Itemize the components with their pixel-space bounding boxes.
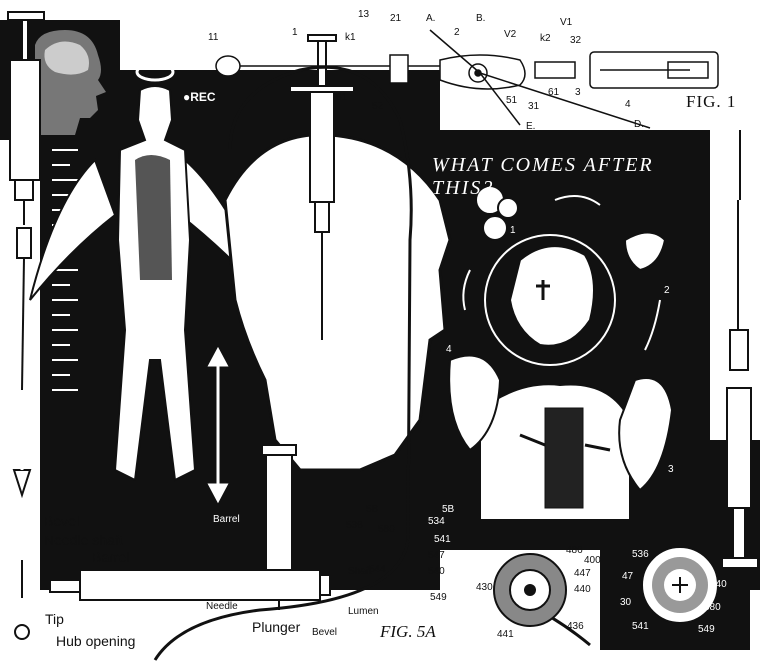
fig1-diagram xyxy=(215,29,719,129)
fig5a-ref: 486 xyxy=(566,545,583,556)
cycle-number: 3 xyxy=(668,464,674,475)
fig1-ref: 61 xyxy=(548,87,560,98)
fig5a-ref: 5B xyxy=(366,504,379,515)
fig5a-ref: 580 xyxy=(704,602,721,613)
left-vertical-syringe xyxy=(7,11,45,391)
fig5a-ref: 541 xyxy=(632,621,649,632)
fig1-ref: V1 xyxy=(560,17,573,28)
label-needle-shaft: Needle shaft xyxy=(44,532,123,548)
fig5a-cross-section-left xyxy=(493,553,567,627)
fig5a-ref: 5B xyxy=(442,504,455,515)
right-vertical-syringe xyxy=(721,130,759,569)
syringe-label-bevel: Bevel xyxy=(312,627,338,638)
syringe-label-shaft: Shaft xyxy=(348,566,372,577)
label-barrel: Barrel xyxy=(92,549,130,565)
fig5a-ref: 549 xyxy=(698,624,715,635)
fig5a-ref: 440 xyxy=(574,584,591,595)
cycle-organs xyxy=(448,185,674,492)
fig1-ref: 52 xyxy=(372,101,384,112)
fig5a-ref: 549 xyxy=(430,592,447,603)
fig5a-ref: 30 xyxy=(620,597,632,608)
fig5a-ref: 400 xyxy=(584,555,601,566)
label-hub-opening: Hub opening xyxy=(56,633,136,649)
fig5a-ref: 536 xyxy=(346,520,363,531)
fig1-ref: 13 xyxy=(358,9,370,20)
fig5a-ref: 47 xyxy=(622,571,634,582)
fig1-ref: 21 xyxy=(390,13,402,24)
cycle-arrows xyxy=(462,195,661,351)
fig1-ref: 11 xyxy=(208,32,219,43)
fig5a-ref: 540 xyxy=(710,579,727,590)
label-bevel: Bevel xyxy=(44,513,80,529)
label-tip: Tip xyxy=(45,611,64,627)
fig5a-cross-section-right xyxy=(641,546,719,624)
fig1-ref: k2 xyxy=(540,33,551,44)
fig1-ref: D. xyxy=(634,119,644,130)
fig1-ref: 31 xyxy=(528,101,540,112)
rec-indicator: ●REC xyxy=(183,90,216,104)
saint-figure xyxy=(479,234,631,521)
fig5a-ref: 580 xyxy=(378,524,395,535)
hub-opening-drawing xyxy=(12,400,32,640)
panel-title: WHAT COMES AFTER THIS? xyxy=(432,154,654,199)
fig5a-label: FIG. 5A xyxy=(380,622,436,641)
fig1-ref: 51 xyxy=(506,95,518,106)
fig5a-ref: 536 xyxy=(632,549,649,560)
chest-arrows xyxy=(519,433,611,452)
fig1-ref: 1 xyxy=(292,27,298,38)
fig1-ref: 61 xyxy=(336,92,348,103)
fig5a-ref: 441 xyxy=(497,629,514,640)
fig5a-ref: 541 xyxy=(434,534,451,545)
syringe-label-lumen: Lumen xyxy=(348,606,379,617)
fig1-ref: E. xyxy=(526,121,536,132)
fig5a-ref: 540 xyxy=(428,566,445,577)
vertical-double-arrow xyxy=(207,346,229,504)
fig5a-ref: 547 xyxy=(428,550,445,561)
fig5a-ref: 544 xyxy=(369,564,386,575)
cycle-number: 1 xyxy=(510,225,516,236)
fig1-ref: 2 xyxy=(454,27,460,38)
fig5a-ref: 436 xyxy=(567,621,584,632)
fig1-label: FIG. 1 xyxy=(686,92,737,111)
fig1-ref: 4 xyxy=(625,99,631,110)
fig1-ref: k1 xyxy=(345,32,356,43)
syringe-label-barrel: Barrel xyxy=(213,514,240,525)
fig1-ref: 3 xyxy=(575,87,581,98)
fig1-ref: A. xyxy=(426,13,436,24)
brain-scan-image xyxy=(35,30,106,135)
head-silhouette xyxy=(223,133,452,472)
cycle-number: 4 xyxy=(446,344,452,355)
syringe-label-plunger: Plunger xyxy=(252,619,301,635)
center-vertical-syringe xyxy=(289,34,355,340)
fig1-ref: B. xyxy=(476,13,486,24)
syringe-label-needle: Needle xyxy=(206,601,238,612)
fig1-ref: 32 xyxy=(570,35,582,46)
cycle-number: 2 xyxy=(664,285,670,296)
fig5a-ref: 534 xyxy=(428,516,445,527)
horizontal-syringe xyxy=(49,569,331,601)
fig5a-ref: 447 xyxy=(574,568,591,579)
fig1-ref: V2 xyxy=(504,29,517,40)
fig5a-ref: 430 xyxy=(476,582,493,593)
